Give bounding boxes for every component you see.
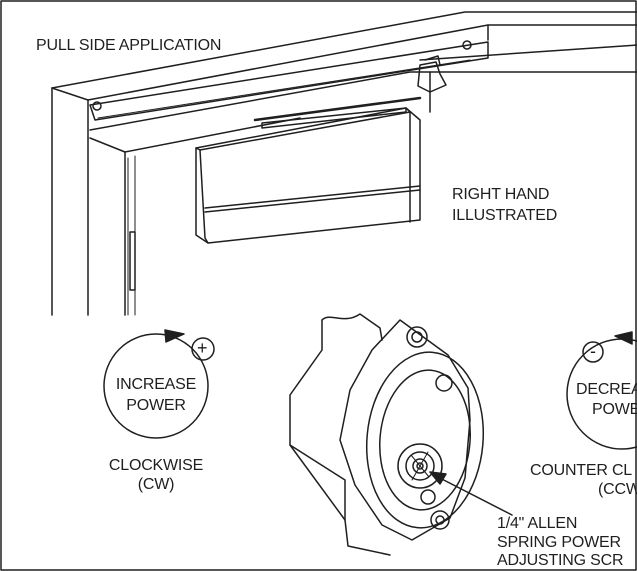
door-closer-body <box>195 107 421 244</box>
hand-note-line1: RIGHT HAND <box>452 186 550 203</box>
counterclockwise-label: COUNTER CL <box>530 462 633 479</box>
callout-line1: 1/4" ALLEN <box>497 515 578 532</box>
callout-line2: SPRING POWER <box>497 534 621 551</box>
hand-note-line2: ILLUSTRATED <box>452 207 558 224</box>
diagram-title: PULL SIDE APPLICATION <box>36 37 222 54</box>
minus-circle <box>582 341 604 363</box>
minus-sign: - <box>590 341 596 361</box>
increase-line1: INCREASE <box>115 376 197 393</box>
callout-line3: ADJUSTING SCR <box>497 552 624 569</box>
door-frame <box>51 11 637 316</box>
decrease-line1: DECREA <box>576 381 637 398</box>
increase-line2: POWER <box>126 397 186 414</box>
clockwise-label: CLOCKWISE <box>108 457 204 474</box>
counterclockwise-abbrev: (CCW <box>598 481 637 498</box>
spring-adjust-valve <box>289 313 485 556</box>
plus-circle <box>191 337 215 361</box>
counterclockwise-arrow <box>566 331 637 450</box>
callout-arrow <box>429 471 513 516</box>
clockwise-arrow <box>103 329 209 439</box>
plus-sign: + <box>197 338 208 358</box>
clockwise-abbrev: (CW) <box>137 476 175 493</box>
hinge <box>129 231 136 291</box>
slide-track <box>89 40 489 122</box>
decrease-line2: POWE <box>592 401 637 418</box>
